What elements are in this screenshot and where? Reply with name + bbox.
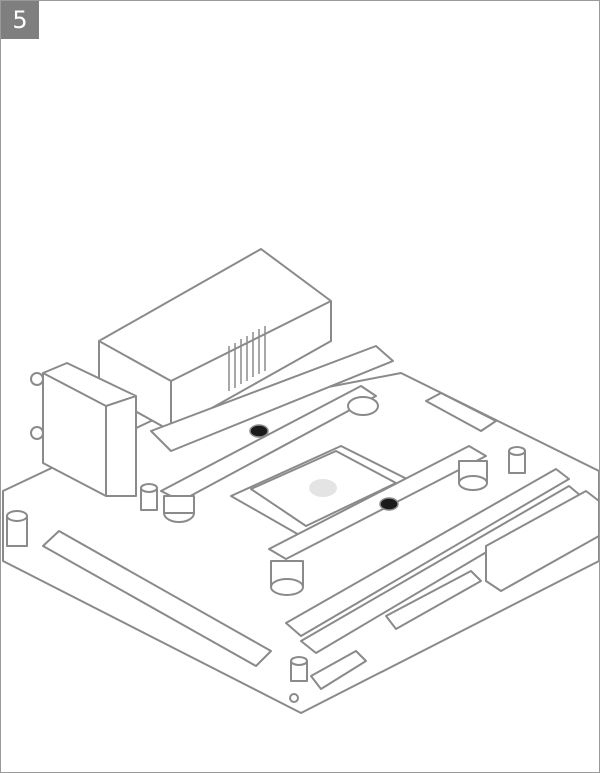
fan-header <box>425 392 497 432</box>
sata-ports <box>385 570 482 630</box>
cpu-bracket-bottom <box>268 445 488 596</box>
usb-header <box>310 650 367 690</box>
mounting-hole <box>289 693 299 703</box>
io-block <box>30 362 137 497</box>
cpu-socket <box>230 445 412 537</box>
step-number-badge: 5 <box>1 1 39 39</box>
cpu-bracket-top <box>160 385 379 523</box>
pcie-slot <box>42 530 272 667</box>
dimm-slot <box>285 468 570 637</box>
capacitors <box>6 446 526 682</box>
vrm-heatsink <box>98 248 394 452</box>
atx-power-connector <box>485 490 599 592</box>
